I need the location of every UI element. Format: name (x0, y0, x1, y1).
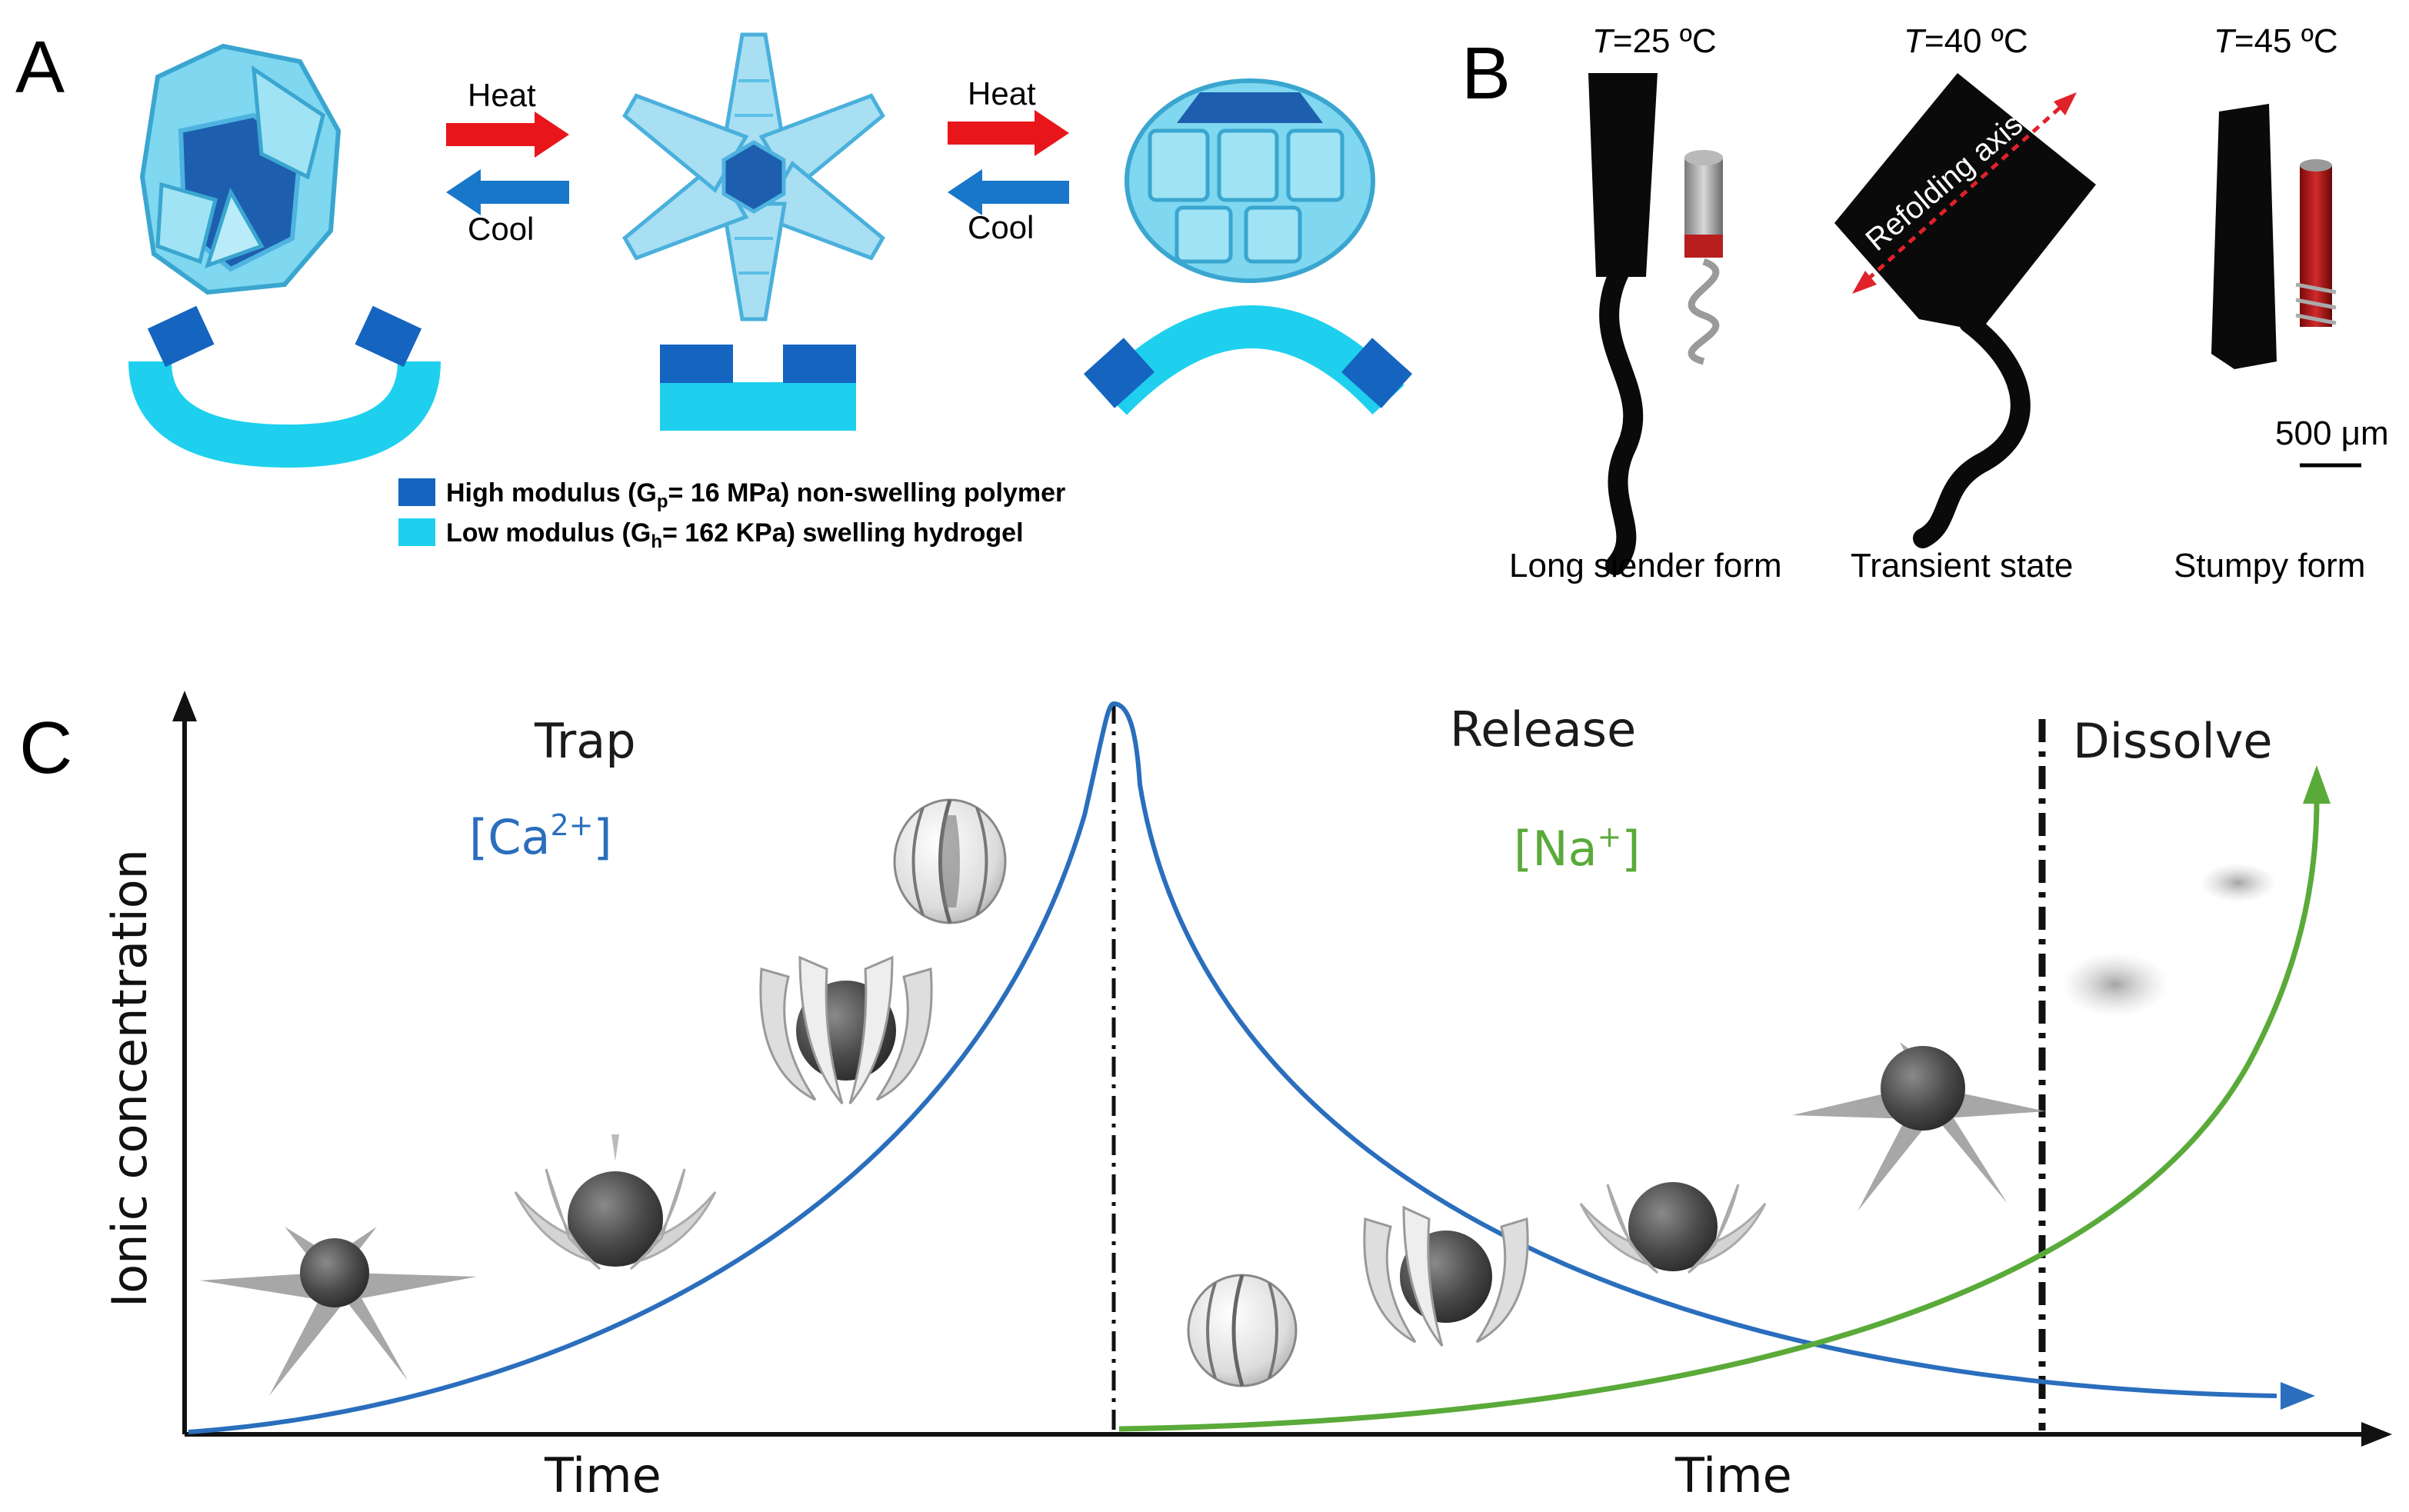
axis-arrowhead-icon-2 (1852, 271, 1877, 294)
gripper-open-1 (200, 1227, 477, 1396)
gripper-mostly-closed-1 (759, 955, 933, 1104)
sodium-arrowhead-icon (2303, 765, 2331, 804)
legend-high: High modulus (Gp= 16 MPa) non-swelling p… (446, 478, 1065, 512)
gripper-closed-1 (893, 798, 1007, 924)
temp-label-3: T=45 ºC (2214, 22, 2338, 60)
cool-arrow-icon (446, 169, 569, 215)
heat-cool-arrows-2: Heat Cool (948, 75, 1069, 245)
y-axis-arrowhead-icon (172, 691, 197, 721)
legend: High modulus (Gp= 16 MPa) non-swelling p… (398, 478, 1065, 552)
legend-swatch-low (398, 518, 435, 546)
axis-arrowhead-icon (2054, 92, 2077, 115)
y-axis-label: Ionic concentration (102, 849, 158, 1307)
heat-label-1: Heat (468, 77, 536, 113)
panel-c: C Ionic concentration Time Time Trap Rel… (19, 691, 2392, 1504)
heat-label-2: Heat (968, 75, 1036, 112)
caption-transient: Transient state (1851, 547, 2073, 584)
profile-curved-down (1083, 305, 1413, 415)
flat-star (622, 32, 885, 321)
cool-label-1: Cool (468, 211, 534, 247)
panel-b: B T=25 ºC T=40 ºC T=45 ºC Long slender f… (1461, 22, 2389, 584)
folded-polyhedron-left (139, 43, 342, 295)
x-axis-label-1: Time (544, 1447, 661, 1504)
calcium-label: [Ca2+] (469, 808, 612, 865)
refolding-axis-line (1856, 95, 2074, 290)
caption-stumpy: Stumpy form (2174, 547, 2365, 584)
caption-slender: Long slender form (1509, 547, 1782, 584)
gripper-half-closed-1 (514, 1134, 717, 1271)
gripper-half-closed-2 (1579, 1182, 1767, 1274)
transient-state-image: Refolding axis (1834, 73, 2096, 548)
legend-low: Low modulus (Gh= 162 KPa) swelling hydro… (446, 518, 1024, 552)
folded-polyhedron-right (1125, 78, 1375, 283)
slender-form-image (1588, 73, 1723, 575)
panel-a-label: A (15, 26, 65, 108)
legend-swatch-high (398, 478, 435, 506)
gripper-mostly-closed-2 (1363, 1205, 1529, 1347)
cool-label-2: Cool (968, 209, 1034, 245)
release-title: Release (1450, 701, 1636, 758)
calcium-arrowhead-icon (2281, 1382, 2315, 1410)
dissolve-title: Dissolve (2073, 713, 2273, 769)
cool-arrow-icon-2 (948, 169, 1069, 215)
profile-flat (660, 345, 856, 431)
sodium-curve (1118, 799, 2320, 1432)
scale-bar-label: 500 μm (2275, 415, 2389, 452)
heat-arrow-icon-2 (948, 110, 1069, 156)
gripper-closed-2 (1187, 1274, 1298, 1387)
calcium-curve (188, 701, 2277, 1434)
heat-arrow-icon (446, 112, 569, 158)
temp-label-1: T=25 ºC (1592, 22, 1717, 60)
x-axis-arrowhead-icon (2361, 1422, 2392, 1447)
dissolved-grippers (2061, 863, 2277, 1017)
sodium-label: [Na+] (1514, 820, 1641, 877)
heat-cool-arrows-1: Heat Cool (446, 77, 569, 247)
x-axis-label-2: Time (1674, 1447, 1792, 1504)
trap-title: Trap (534, 713, 636, 769)
stumpy-form-image (2211, 104, 2337, 369)
panel-c-label: C (19, 707, 72, 789)
temp-label-2: T=40 ºC (1904, 22, 2028, 60)
profile-curved-up (128, 305, 441, 468)
panel-b-label: B (1461, 32, 1511, 115)
gripper-open-2 (1792, 1042, 2046, 1211)
panel-a: A Heat Cool (15, 26, 1413, 552)
